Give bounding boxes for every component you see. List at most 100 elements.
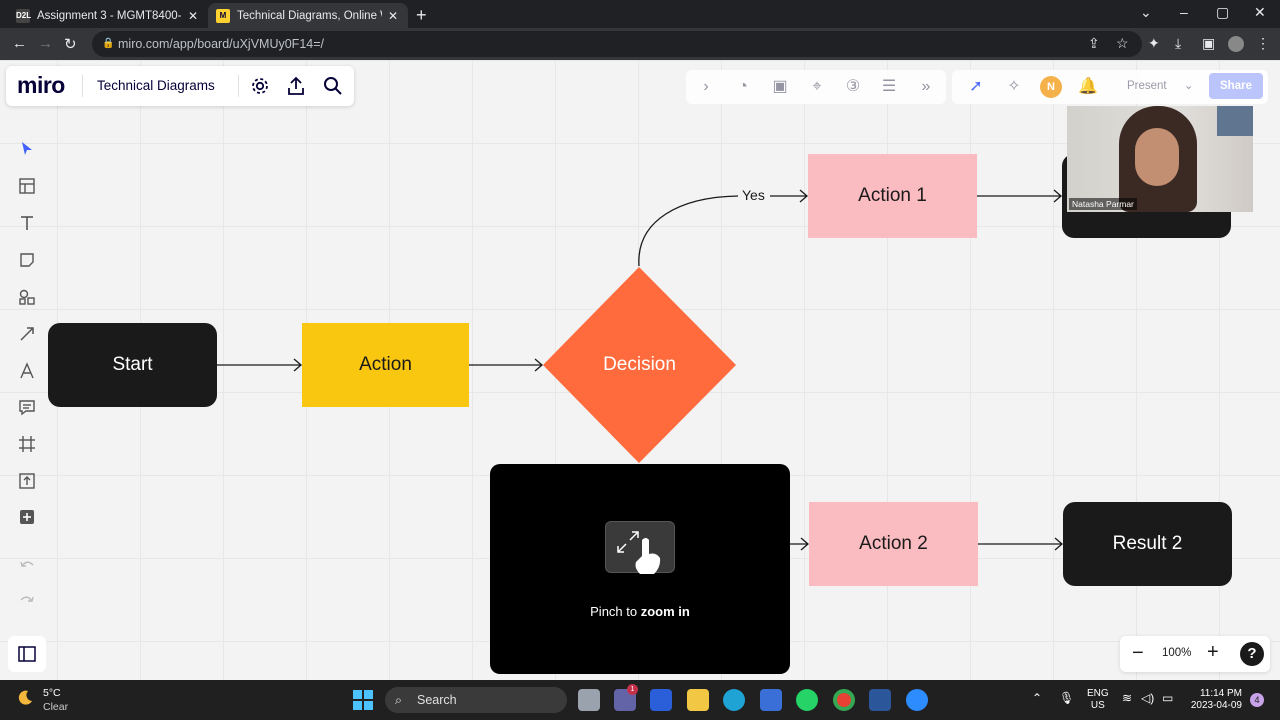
- pinch-text-prefix: Pinch to: [590, 604, 641, 619]
- tab-technical-diagrams[interactable]: M Technical Diagrams, Online White ✕: [208, 3, 408, 28]
- battery-icon[interactable]: ▭: [1162, 691, 1174, 705]
- undo-icon[interactable]: [18, 556, 36, 574]
- tab-title: Assignment 3 - MGMT8400-23W: [37, 9, 182, 22]
- sticky-note-icon[interactable]: [18, 251, 36, 269]
- board-panel-toggle[interactable]: [8, 636, 46, 672]
- pen-app-icon[interactable]: [650, 689, 672, 711]
- celebrate-icon[interactable]: ✧: [1007, 78, 1021, 95]
- word-icon[interactable]: [869, 689, 891, 711]
- weather-desc[interactable]: Clear: [43, 701, 69, 713]
- chevron-down-icon[interactable]: ⌄: [1140, 4, 1152, 20]
- action-node[interactable]: Action: [302, 323, 469, 407]
- zoom-out-button[interactable]: −: [1132, 642, 1144, 664]
- menu-dots-icon[interactable]: ⋮: [1256, 35, 1270, 51]
- more-chevron-icon[interactable]: »: [921, 78, 931, 95]
- teams-icon[interactable]: 1: [614, 684, 638, 711]
- folder-icon[interactable]: [687, 689, 709, 711]
- zoom-in-button[interactable]: +: [1207, 641, 1219, 663]
- text-icon[interactable]: [18, 214, 36, 232]
- templates-icon[interactable]: [18, 177, 36, 195]
- collaboration-toolbar: › ◔ ▣ ⌖ ③ ☰ »: [686, 70, 946, 104]
- chevron-down-icon: ⌄: [1183, 80, 1194, 92]
- yes-label: Yes: [740, 187, 767, 203]
- timer-icon[interactable]: ◔: [738, 78, 748, 95]
- action1-label: Action 1: [858, 185, 927, 206]
- sidepanel-icon[interactable]: ▣: [1202, 35, 1216, 51]
- arrowhead: [800, 537, 809, 551]
- pen-icon[interactable]: [18, 362, 36, 380]
- avatar[interactable]: N: [1040, 76, 1062, 98]
- windows-start-icon[interactable]: [352, 689, 374, 711]
- weather-temp[interactable]: 5°C: [43, 687, 61, 699]
- moon-weather-icon[interactable]: [16, 689, 34, 707]
- file-explorer-task-icon[interactable]: [578, 689, 600, 711]
- store-icon[interactable]: [760, 689, 782, 711]
- edge-icon[interactable]: [723, 689, 745, 711]
- reload-button[interactable]: ↻: [64, 36, 77, 53]
- cursor-icon[interactable]: ➚: [969, 78, 983, 95]
- redo-icon[interactable]: [18, 591, 36, 609]
- close-window-button[interactable]: ✕: [1254, 4, 1266, 20]
- miro-logo[interactable]: miro: [17, 72, 65, 98]
- action1-node[interactable]: Action 1: [808, 154, 977, 238]
- tab-assignment[interactable]: D2L Assignment 3 - MGMT8400-23W ✕: [8, 3, 208, 28]
- focus-icon[interactable]: ⌖: [812, 78, 822, 95]
- select-cursor-icon[interactable]: [18, 140, 36, 158]
- minimize-button[interactable]: –: [1180, 4, 1188, 20]
- result2-label: Result 2: [1112, 533, 1183, 554]
- download-icon[interactable]: ⤓: [1175, 35, 1182, 51]
- profile-avatar[interactable]: [1228, 36, 1244, 52]
- board-title[interactable]: Technical Diagrams: [97, 78, 215, 93]
- divider: [82, 75, 83, 97]
- chevron-up-icon[interactable]: ⌃: [1032, 691, 1043, 705]
- upload-icon[interactable]: [18, 472, 36, 490]
- close-icon[interactable]: ✕: [188, 8, 199, 23]
- bookmark-star-icon[interactable]: ☆: [1116, 35, 1129, 51]
- microphone-icon[interactable]: 🎙: [1059, 691, 1075, 705]
- notes-icon[interactable]: ☰: [881, 78, 897, 95]
- start-node[interactable]: Start: [48, 323, 217, 407]
- action2-node[interactable]: Action 2: [809, 502, 978, 586]
- more-apps-icon[interactable]: [18, 508, 36, 526]
- maximize-button[interactable]: ▢: [1216, 4, 1230, 20]
- new-tab-button[interactable]: +: [416, 5, 427, 25]
- clock-date: 2023-04-09: [1190, 700, 1242, 711]
- upload-icon[interactable]: [285, 75, 307, 97]
- result2-node[interactable]: Result 2: [1063, 502, 1232, 586]
- decision-label[interactable]: Decision: [603, 354, 676, 375]
- zoom-app-icon[interactable]: [906, 689, 928, 711]
- share-page-icon[interactable]: ⇪: [1088, 35, 1100, 51]
- help-button[interactable]: ?: [1240, 642, 1264, 666]
- extensions-icon[interactable]: ✦: [1148, 35, 1160, 51]
- video-person-face: [1135, 128, 1179, 186]
- participant-video[interactable]: [1067, 106, 1253, 212]
- chevron-right-icon[interactable]: ›: [703, 78, 709, 95]
- wifi-icon[interactable]: ≋: [1122, 691, 1133, 705]
- shapes-icon[interactable]: [18, 288, 36, 306]
- comment-icon[interactable]: [18, 398, 36, 416]
- taskbar-search[interactable]: ⌕ Search: [385, 687, 567, 713]
- close-icon[interactable]: ✕: [388, 8, 399, 23]
- url-text: miro.com/app/board/uXjVMUy0F14=/: [118, 37, 324, 51]
- notification-badge[interactable]: 4: [1250, 693, 1264, 707]
- url-input[interactable]: 🔒 miro.com/app/board/uXjVMUy0F14=/: [92, 31, 1142, 57]
- chrome-icon[interactable]: [833, 689, 855, 711]
- frame-icon[interactable]: [18, 435, 36, 453]
- lang-line2: US: [1090, 700, 1105, 711]
- whatsapp-icon[interactable]: [796, 689, 818, 711]
- back-button[interactable]: ←: [12, 35, 27, 52]
- gear-icon[interactable]: [249, 75, 271, 97]
- search-icon: ⌕: [395, 693, 403, 707]
- reactions-icon[interactable]: ▣: [772, 78, 788, 95]
- connection-line-icon[interactable]: [18, 325, 36, 343]
- vote-icon[interactable]: ③: [845, 78, 861, 95]
- present-button[interactable]: Present ⌄: [1118, 76, 1198, 96]
- search-icon[interactable]: [322, 75, 344, 97]
- bell-icon[interactable]: 🔔: [1078, 78, 1098, 95]
- volume-icon[interactable]: ◁): [1141, 691, 1155, 705]
- zoom-level[interactable]: 100%: [1162, 647, 1192, 659]
- forward-button[interactable]: →: [38, 35, 53, 52]
- share-button[interactable]: Share: [1209, 73, 1263, 99]
